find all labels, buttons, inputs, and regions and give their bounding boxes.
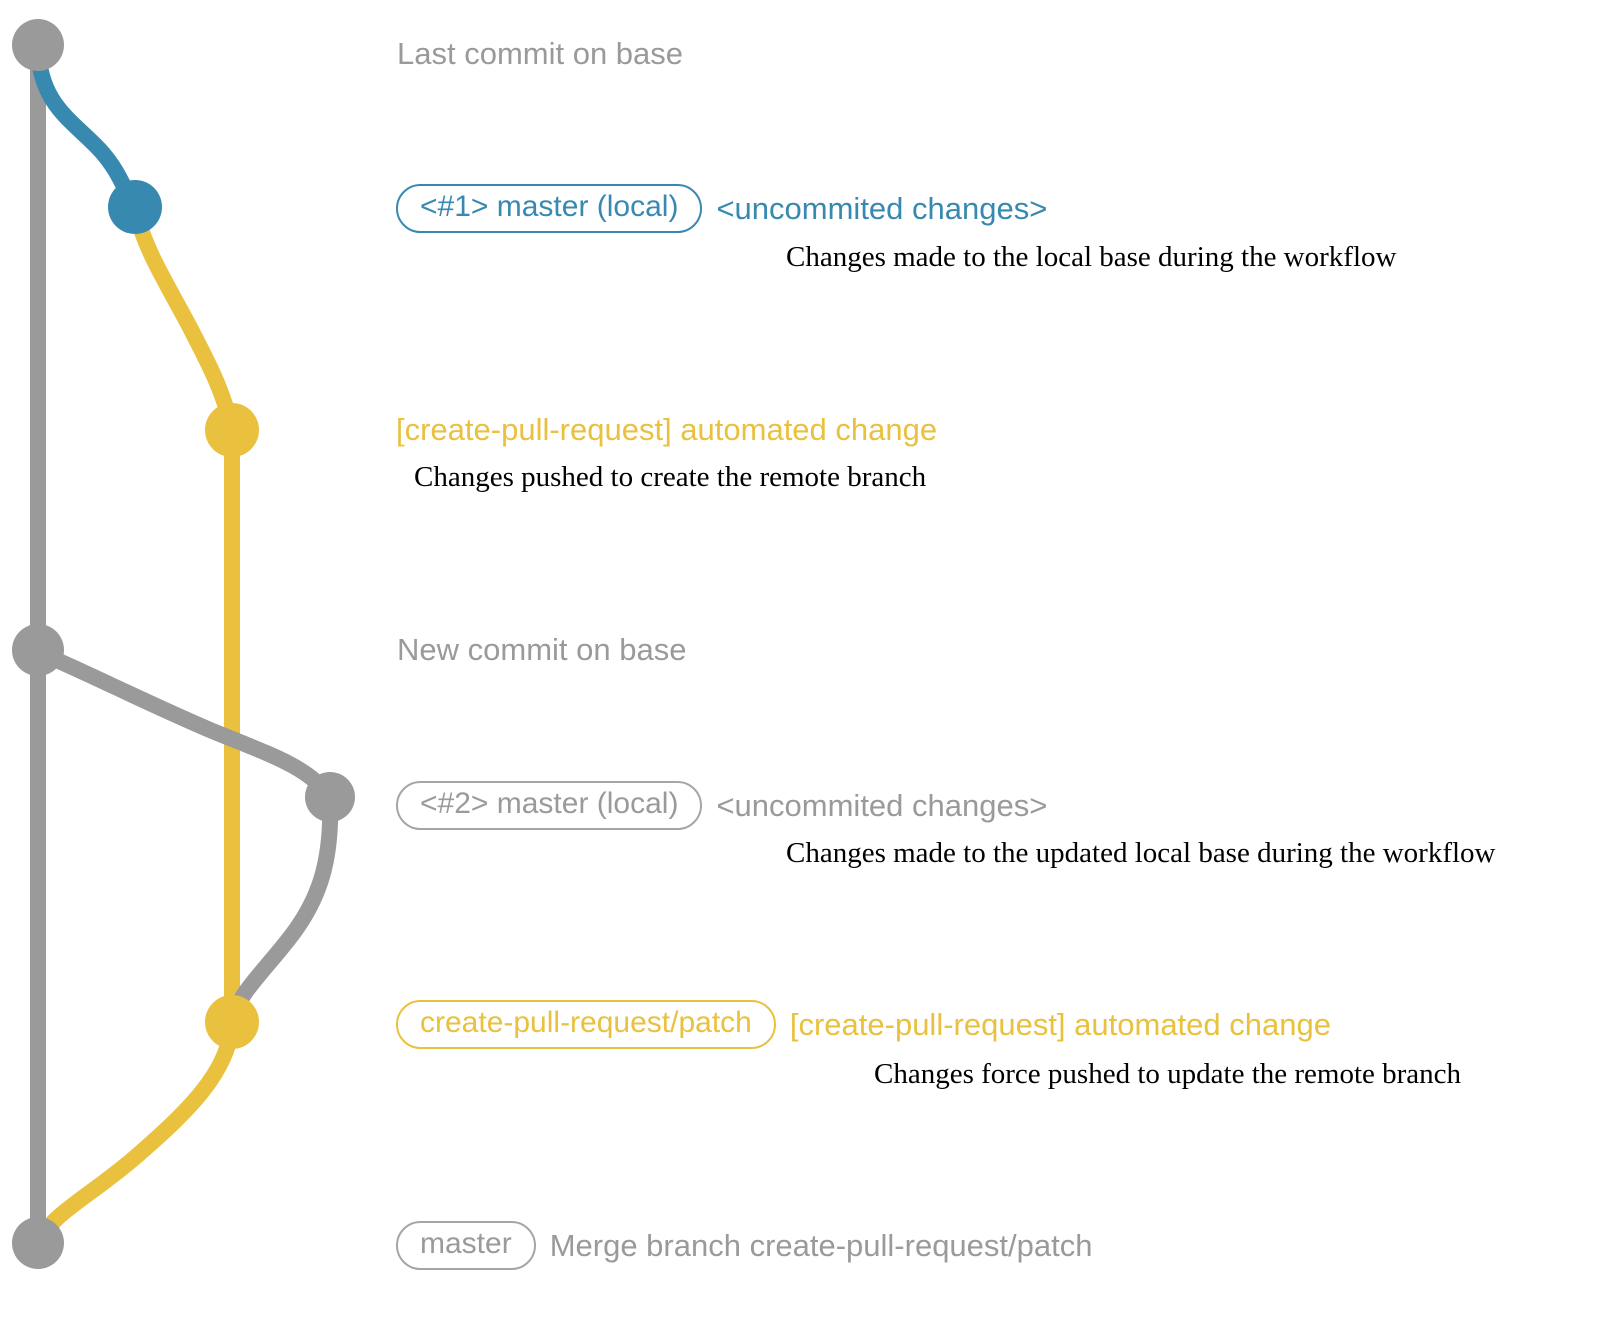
patch-branch-line-1: [127, 202, 240, 438]
commit-row-local-commit-1: <#1> master (local) <uncommited changes>: [396, 184, 1047, 233]
ref-badge-local-1[interactable]: <#1> master (local): [396, 184, 703, 233]
commit-node-base-merge[interactable]: [12, 1217, 64, 1269]
commit-subject-patch-2: [create-pull-request] automated change: [789, 1007, 1331, 1042]
commit-node-local-1[interactable]: [108, 180, 162, 234]
commit-description-local-2: Changes made to the updated local base d…: [786, 837, 1496, 869]
commit-row-local-commit-2: <#2> master (local) <uncommited changes>: [396, 781, 1047, 830]
commit-subject-local-1: <uncommited changes>: [716, 191, 1048, 226]
local-to-patch-line: [224, 792, 339, 1030]
commit-node-local-2[interactable]: [305, 772, 355, 822]
commit-label-new-commit-on-base: New commit on base: [397, 632, 687, 667]
commit-node-base-new[interactable]: [12, 624, 64, 676]
commit-subject-local-2: <uncommited changes>: [716, 788, 1048, 823]
commit-subject-merge: Merge branch create-pull-request/patch: [549, 1228, 1093, 1263]
local-branch-line-2: [30, 644, 338, 805]
patch-merge-line: [30, 1017, 240, 1251]
commit-subject-patch-1: [create-pull-request] automated change: [396, 412, 938, 447]
commit-node-base-last[interactable]: [12, 19, 64, 71]
commit-row-patch-commit-2: create-pull-request/patch [create-pull-re…: [396, 1000, 1331, 1049]
commit-node-patch-2[interactable]: [205, 995, 259, 1049]
commit-description-patch-2: Changes force pushed to update the remot…: [874, 1058, 1462, 1090]
commit-row-merge-commit: master Merge branch create-pull-request/p…: [396, 1221, 1092, 1270]
commit-node-patch-1[interactable]: [205, 403, 259, 457]
commit-label-last-commit-on-base: Last commit on base: [397, 36, 684, 71]
ref-badge-master[interactable]: master: [396, 1221, 536, 1270]
commit-row-patch-commit-1: [create-pull-request] automated change: [396, 414, 937, 445]
commit-description-patch-1: Changes pushed to create the remote bran…: [414, 461, 927, 493]
ref-badge-patch-2[interactable]: create-pull-request/patch: [396, 1000, 776, 1049]
ref-badge-local-2[interactable]: <#2> master (local): [396, 781, 703, 830]
commit-description-local-1: Changes made to the local base during th…: [786, 241, 1397, 273]
